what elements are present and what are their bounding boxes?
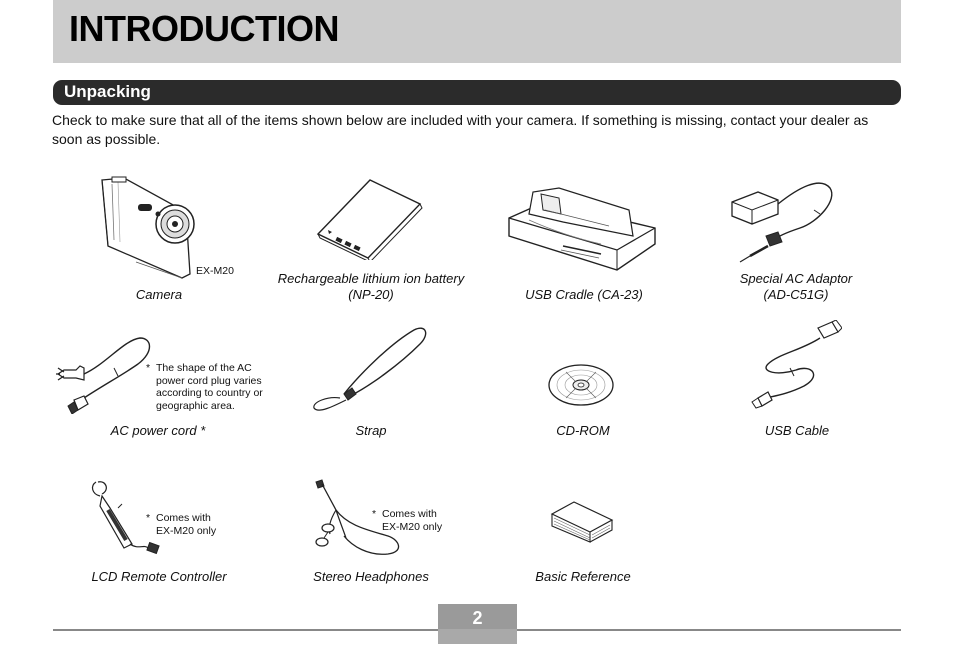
lcd-remote-note-line1: Comes with (156, 512, 211, 524)
cd-rom-caption-text: CD-ROM (556, 423, 610, 438)
cd-rom-caption: CD-ROM (524, 423, 642, 439)
battery-illustration (316, 179, 423, 260)
ac-power-cord-note-line4: geographic area. (156, 399, 235, 412)
cd-rom-illustration (548, 364, 614, 406)
lcd-remote-note: * Comes with EX-M20 only (146, 512, 216, 537)
camera-caption: Camera (100, 287, 218, 303)
section-header-bar: Unpacking (53, 80, 901, 105)
intro-paragraph: Check to make sure that all of the items… (52, 112, 869, 147)
ac-power-cord-caption: AC power cord * (88, 423, 228, 439)
battery-caption-line2: (NP-20) (348, 287, 394, 302)
ac-power-cord-note-line1: The shape of the AC (156, 362, 252, 374)
headphones-note-mark: * (372, 508, 377, 520)
camera-caption-text: Camera (135, 287, 183, 302)
lcd-remote-note-mark: * (146, 512, 151, 524)
usb-cradle-caption-text: USB Cradle (CA-23) (525, 287, 643, 302)
basic-reference-illustration (550, 501, 614, 543)
basic-reference-caption: Basic Reference (516, 569, 650, 585)
battery-caption-line1: Rechargeable lithium ion battery (277, 271, 465, 286)
headphones-caption-text: Stereo Headphones (313, 569, 429, 584)
camera-illustration (101, 176, 195, 279)
page-number: 2 (472, 608, 483, 628)
lcd-remote-note-line2: EX-M20 only (156, 524, 217, 537)
usb-cable-caption: USB Cable (738, 423, 856, 439)
usb-cradle-caption: USB Cradle (CA-23) (505, 287, 663, 303)
basic-reference-caption-text: Basic Reference (535, 569, 631, 584)
ac-adaptor-illustration (731, 182, 833, 263)
page-number-box: 2 (438, 604, 517, 644)
ac-adaptor-caption-line2: (AD-C51G) (763, 287, 829, 302)
lcd-remote-caption-text: LCD Remote Controller (91, 569, 227, 584)
page-title: INTRODUCTION (69, 8, 339, 49)
title-band: INTRODUCTION (53, 0, 901, 63)
ac-power-cord-note-line2: power cord plug varies (156, 374, 262, 387)
usb-cable-illustration (751, 320, 842, 409)
usb-cradle-illustration (508, 187, 656, 271)
page-number-band (438, 604, 517, 629)
section-title: Unpacking (64, 82, 151, 101)
ac-power-cord-illustration (56, 337, 151, 414)
strap-caption-text: Strap (355, 423, 387, 438)
lcd-remote-illustration (91, 481, 160, 555)
ac-power-cord-note-mark: * (146, 362, 151, 374)
usb-cable-caption-text: USB Cable (764, 423, 830, 438)
strap-illustration (313, 327, 427, 411)
ac-power-cord-caption-text: AC power cord * (110, 423, 206, 438)
ac-power-cord-note: * The shape of the AC power cord plug va… (146, 362, 263, 412)
headphones-note-line1: Comes with (382, 508, 437, 520)
headphones-illustration (315, 479, 400, 555)
strap-caption: Strap (312, 423, 430, 439)
ac-adaptor-caption-line1: Special AC Adaptor (739, 271, 853, 286)
camera-model-label: EX-M20 (196, 265, 234, 277)
headphones-note: * Comes with EX-M20 only (372, 508, 442, 533)
headphones-note-line2: EX-M20 only (382, 520, 443, 533)
battery-caption: Rechargeable lithium ion battery (NP-20) (260, 271, 482, 303)
ac-power-cord-note-line3: according to country or (156, 387, 263, 399)
lcd-remote-caption: LCD Remote Controller (78, 569, 240, 585)
headphones-caption: Stereo Headphones (298, 569, 444, 585)
ac-adaptor-caption: Special AC Adaptor (AD-C51G) (716, 271, 876, 303)
